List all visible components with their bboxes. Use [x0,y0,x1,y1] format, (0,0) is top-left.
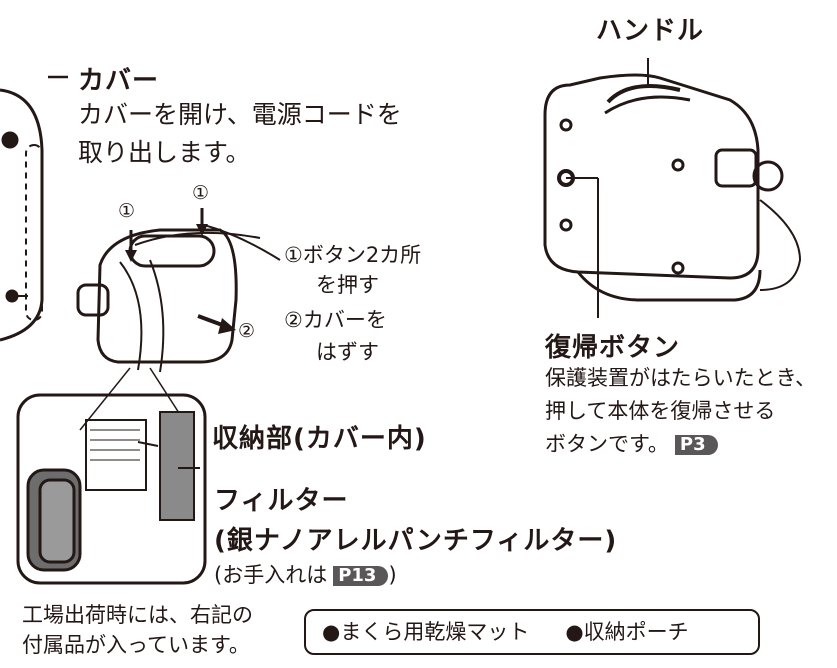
accessory-item: ●まくら用乾燥マット [322,620,530,644]
shipping-note-line1: 工場出荷時には、右記の [22,603,253,627]
main-unit-illustration [543,58,802,318]
accessory-item: ●収納ポーチ [565,620,689,644]
cover-title: カバー [78,66,160,96]
step-marker-1a: ① [118,200,136,222]
reset-button-title: 復帰ボタン [545,333,681,363]
step-marker-2: ② [238,320,256,342]
step-line-1: ①ボタン2カ所 [284,243,422,267]
step-line-2: を押す [316,273,379,297]
filter-care-prefix: (お手入れは [214,563,328,587]
cover-desc-line1: カバーを開け、電源コードを [78,100,402,129]
cover-removal-illustration [76,208,281,431]
cover-desc-line2: 取り出します。 [78,138,251,167]
reset-desc-text: ボタンです。 [545,432,669,456]
filter-subtitle: (銀ナノアレルパンチフィルター) [214,526,618,556]
storage-interior-illustration [16,393,207,585]
reset-desc-line2: 押して本体を復帰させる [545,399,776,423]
handle-label: ハンドル [596,16,705,46]
accessories-box: ●まくら用乾燥マット ●収納ポーチ [304,609,760,655]
reset-desc-line1: 保護装置がはたらいたとき、 [545,366,817,390]
filter-title: フィルター [214,486,349,516]
step-marker-1b: ① [192,182,210,204]
left-device-illustration [0,75,68,342]
step-line-4: はずす [316,340,379,364]
page-ref-badge-p3: P3 [674,435,718,455]
storage-title: 収納部(カバー内) [212,424,427,454]
step-line-3: ②カバーを [284,308,387,332]
shipping-note-line2: 付属品が入っています。 [22,633,250,657]
reset-desc-line3: ボタンです。P3 [545,429,718,459]
page-ref-badge-p13: P13 [333,566,389,586]
filter-care-suffix: ) [388,563,397,587]
